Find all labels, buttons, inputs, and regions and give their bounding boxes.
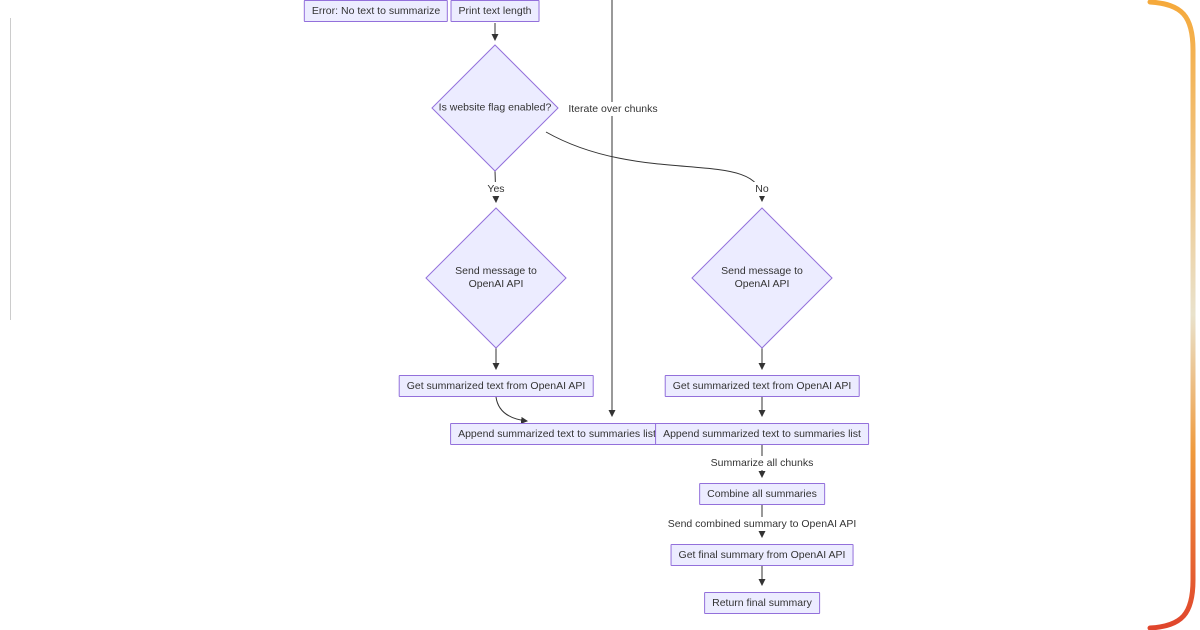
edge-label-summarize-all-chunks: Summarize all chunks bbox=[707, 456, 817, 470]
node-get-summarized-right: Get summarized text from OpenAI API bbox=[664, 374, 860, 398]
edge-label-send-combined-summary: Send combined summary to OpenAI API bbox=[664, 517, 860, 531]
gradient-border-decoration bbox=[1147, 0, 1196, 630]
node-print-text-length: Print text length bbox=[450, 0, 540, 23]
edge-label-no: No bbox=[752, 182, 772, 196]
node-get-final-summary: Get final summary from OpenAI API bbox=[670, 543, 854, 567]
node-return-final-summary: Return final summary bbox=[704, 591, 820, 615]
left-rule-decoration bbox=[10, 18, 11, 320]
decision-diamond-send-message-left bbox=[425, 207, 567, 349]
node-append-summaries-left: Append summarized text to summaries list bbox=[450, 422, 664, 446]
edge-label-iterate-over-chunks: Iterate over chunks bbox=[565, 102, 661, 116]
node-combine-all-summaries: Combine all summaries bbox=[699, 482, 825, 506]
edge-decision-no bbox=[545, 131, 766, 203]
decision-label-send-message-left: Send message to OpenAI API bbox=[455, 264, 537, 290]
decision-diamond-website-flag bbox=[431, 44, 559, 172]
decision-label-website-flag: Is website flag enabled? bbox=[438, 101, 552, 114]
edge-left-get-to-append bbox=[495, 396, 529, 424]
decision-label-send-message-right: Send message to OpenAI API bbox=[721, 264, 803, 290]
node-error-no-text: Error: No text to summarize bbox=[303, 0, 449, 23]
node-get-summarized-left: Get summarized text from OpenAI API bbox=[398, 374, 594, 398]
node-append-summaries-right: Append summarized text to summaries list bbox=[655, 422, 869, 446]
edge-label-yes: Yes bbox=[484, 182, 508, 196]
decision-diamond-send-message-right bbox=[691, 207, 833, 349]
